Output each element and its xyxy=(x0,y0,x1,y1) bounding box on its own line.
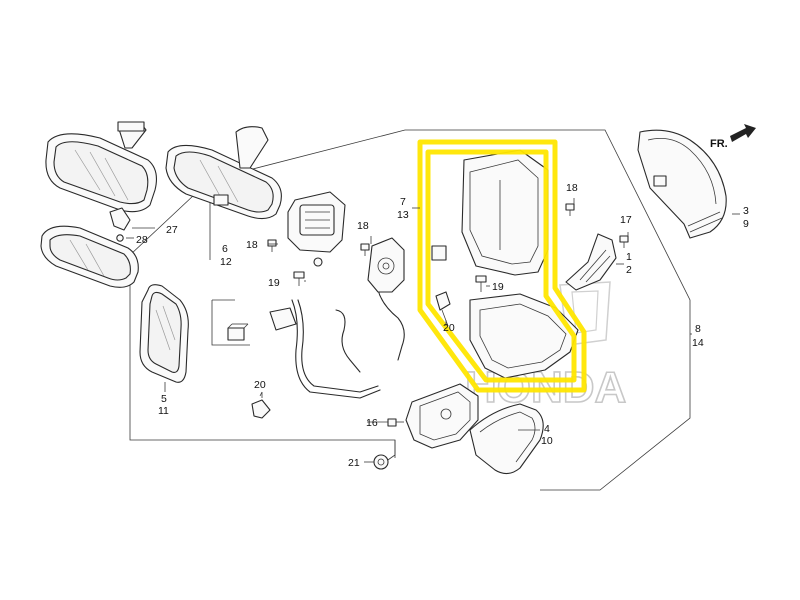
label-13: 13 xyxy=(397,209,409,221)
label-18-left: 18 xyxy=(246,239,258,251)
label-28: 28 xyxy=(136,234,148,246)
label-20-right: 20 xyxy=(443,322,455,334)
screw-19-right xyxy=(475,275,487,292)
mirror-glass-5-11 xyxy=(139,284,189,383)
label-5: 5 xyxy=(161,393,167,405)
rain-sensor-bracket xyxy=(109,207,155,242)
rear-view-mirror-lower xyxy=(40,225,139,288)
mirror-actuator-motor xyxy=(287,191,346,267)
clip-20-left xyxy=(251,391,271,419)
turn-signal-1-2 xyxy=(565,233,617,291)
label-14: 14 xyxy=(692,337,704,349)
wire-harness xyxy=(269,289,405,399)
front-direction-indicator: FR. xyxy=(710,124,756,150)
label-18-mid: 18 xyxy=(357,220,369,232)
label-20-left: 20 xyxy=(254,379,266,391)
label-18-right: 18 xyxy=(566,182,578,194)
clip-6-12 xyxy=(227,323,249,341)
label-4: 4 xyxy=(544,423,550,435)
rear-view-mirror-upper-right xyxy=(165,126,282,220)
label-27: 27 xyxy=(166,224,178,236)
screw-18-right xyxy=(565,203,575,216)
label-7: 7 xyxy=(400,196,406,208)
screw-17 xyxy=(619,235,629,248)
label-9: 9 xyxy=(743,218,749,230)
label-3: 3 xyxy=(743,205,749,217)
label-8: 8 xyxy=(695,323,701,335)
highlight-outline xyxy=(417,139,587,393)
clip-20-right xyxy=(435,291,451,327)
leader-lines xyxy=(164,198,740,463)
screw-19-left xyxy=(293,271,305,286)
label-21: 21 xyxy=(348,457,360,469)
direction-label: FR. xyxy=(710,138,728,150)
power-fold-unit xyxy=(367,237,405,293)
label-12: 12 xyxy=(220,256,232,268)
skull-cap-4-10 xyxy=(469,403,544,475)
part-labels: 27 28 6 12 18 19 5 11 20 7 13 18 18 20 1… xyxy=(136,182,749,469)
label-10: 10 xyxy=(541,435,553,447)
screw-16 xyxy=(387,418,404,427)
label-2: 2 xyxy=(626,264,632,276)
mirror-housing-7-13 xyxy=(431,149,549,276)
mirror-base xyxy=(405,383,479,449)
nut-21 xyxy=(373,454,389,470)
label-17: 17 xyxy=(620,214,632,226)
label-1: 1 xyxy=(626,251,632,263)
label-11: 11 xyxy=(158,405,169,417)
lower-cover xyxy=(469,293,579,379)
label-19-left: 19 xyxy=(268,277,280,289)
screw-18-left xyxy=(267,239,277,252)
mirror-cover-3-9 xyxy=(637,129,727,239)
label-6: 6 xyxy=(222,243,228,255)
label-16: 16 xyxy=(366,417,378,429)
label-19-right: 19 xyxy=(492,281,504,293)
rear-view-mirror-upper-left xyxy=(45,121,157,213)
screw-18-mid xyxy=(360,243,370,256)
